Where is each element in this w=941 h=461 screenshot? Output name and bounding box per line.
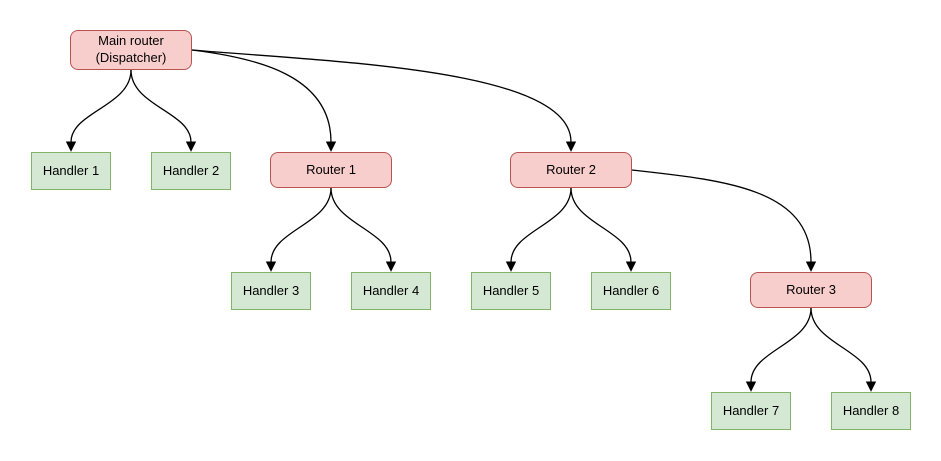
node-main-router: Main router (Dispatcher) [70,30,192,70]
node-handler-6: Handler 6 [591,272,671,310]
node-handler-3: Handler 3 [231,272,311,310]
node-handler-8: Handler 8 [831,392,911,430]
node-handler-2: Handler 2 [151,152,231,190]
node-router-1-label: Router 1 [306,161,356,177]
node-handler-1: Handler 1 [31,152,111,190]
edge-router-2-to-handler-5 [505,187,572,272]
edge-main-router-to-handler-1 [65,69,132,152]
edge-router-2-to-router-3 [631,169,817,272]
node-router-3: Router 3 [750,272,872,308]
edge-main-router-to-router-1 [191,49,337,152]
edge-router-1-to-handler-3 [265,187,332,272]
node-handler-6-label: Handler 6 [602,282,660,298]
edge-main-router-to-router-2 [191,49,577,152]
node-router-1: Router 1 [270,152,392,188]
node-router-2-label: Router 2 [546,161,596,177]
node-handler-5: Handler 5 [471,272,551,310]
node-router-2: Router 2 [510,152,632,188]
node-handler-8-label: Handler 8 [842,402,900,418]
node-handler-4: Handler 4 [351,272,431,310]
edge-main-router-to-handler-2 [130,69,197,152]
node-handler-5-label: Handler 5 [482,282,540,298]
edge-router-3-to-handler-7 [745,307,812,392]
node-handler-7: Handler 7 [711,392,791,430]
edge-router-3-to-handler-8 [810,307,877,392]
node-router-3-label: Router 3 [786,281,836,297]
edge-router-2-to-handler-6 [570,187,637,272]
edge-router-1-to-handler-4 [330,187,397,272]
node-handler-1-label: Handler 1 [42,162,100,178]
node-handler-4-label: Handler 4 [362,282,420,298]
node-handler-3-label: Handler 3 [242,282,300,298]
node-handler-7-label: Handler 7 [722,402,780,418]
node-handler-2-label: Handler 2 [162,162,220,178]
node-main-router-label: Main router (Dispatcher) [95,33,167,65]
